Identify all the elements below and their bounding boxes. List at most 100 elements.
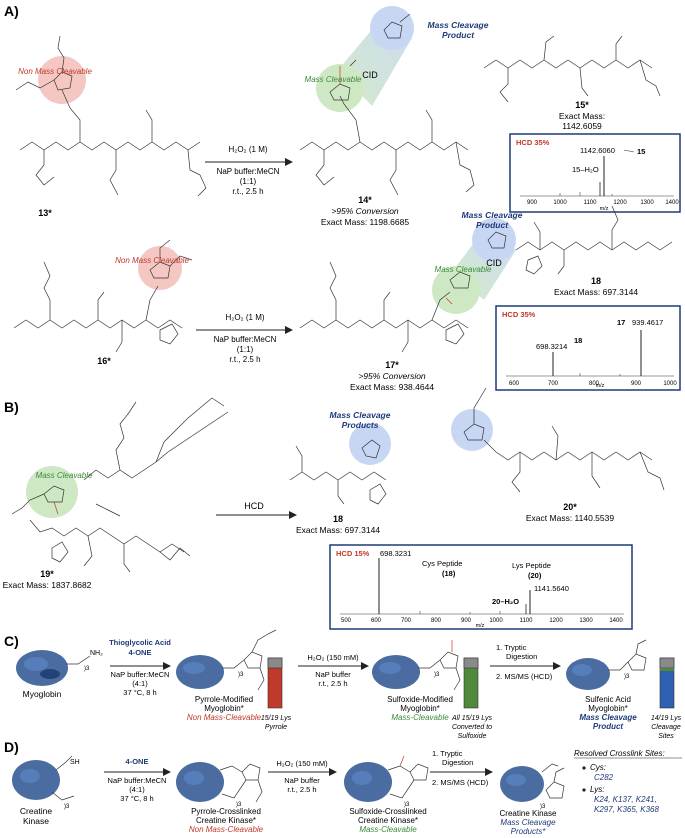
bar1-cap1: 15/19 Lys <box>261 715 292 722</box>
svg-text:700: 700 <box>548 381 559 387</box>
svg-text:1200: 1200 <box>613 200 627 206</box>
cleavage-product-circle-1 <box>370 6 414 50</box>
reagent-h2o2-2: H₂O₂ (1 M) <box>225 313 264 322</box>
svg-text:1400: 1400 <box>665 200 679 206</box>
spectrum-a2-peak2-id: 18 <box>574 336 582 345</box>
spectrum-b-xlabel: m/z <box>476 623 485 629</box>
svg-text:500: 500 <box>341 618 352 624</box>
bar3-cap3: Sites <box>658 733 674 740</box>
p3-tag2-c: Product <box>593 722 624 731</box>
nonmass-tag-2: Non Mass Cleavable <box>115 256 189 265</box>
bar2-cap1: All 15/19 Lys <box>451 715 492 722</box>
cleaved-ck-sub3: )3 <box>540 804 546 810</box>
spectrum-b-peak2-id: (20) <box>528 571 542 580</box>
resolved-sites-box <box>574 757 682 792</box>
svg-text:1000: 1000 <box>489 618 503 624</box>
reagent-ratio-1: (1:1) <box>240 177 257 186</box>
spectrum-a1-title: HCD 35% <box>516 138 550 147</box>
reagent-d1-ratio: (4:1) <box>129 785 145 794</box>
svg-text:600: 600 <box>509 381 520 387</box>
compound-16-id: 16* <box>97 356 111 366</box>
p3-tag2-d: Products* <box>511 827 547 836</box>
mass-15-value: 1142.6059 <box>562 121 602 131</box>
step2-d: 2. MS/MS (HCD) <box>432 778 489 787</box>
bar2-cap3: Sulfoxide <box>458 733 487 740</box>
ck-sub3: )3 <box>64 804 70 810</box>
p2-tag-c: Mass-Cleavable <box>391 713 449 722</box>
bar3-cap2: Cleavage <box>651 724 681 731</box>
mass-cleavable-tag-2: Mass Cleavable <box>435 265 492 274</box>
spectrum-b-peak2: 1141.5640 <box>534 584 569 593</box>
sites-title: Resolved Crosslink Sites: <box>574 749 665 758</box>
bar1-cap2: Pyrrole <box>265 724 287 731</box>
reagent-c1-top1: Thioglycolic Acid <box>109 638 171 647</box>
p1-name2-d: Creatine Kinase* <box>196 816 256 825</box>
ox-c3: r.t., 2.5 h <box>318 679 347 688</box>
protein-sulfoxide-ck <box>344 755 429 802</box>
compound-19-id: 19* <box>40 569 54 579</box>
p1-tag-d: Non Mass-Cleavable <box>189 825 264 834</box>
molecule-17 <box>299 231 507 353</box>
compound-14-id: 14* <box>358 195 372 205</box>
ck-label-1: Creatine <box>20 806 52 816</box>
mass-18-b: Exact Mass: 697.3144 <box>296 525 380 535</box>
reagent-c1-buffer: NaP buffer:MeCN <box>111 670 170 679</box>
svg-text:1300: 1300 <box>579 618 593 624</box>
cleavage-product-tag-1a: Mass Cleavage <box>428 20 489 30</box>
p3-tag1-c: Mass Cleavage <box>579 713 637 722</box>
mass-cleavable-circle-b <box>26 466 78 518</box>
svg-text:1200: 1200 <box>549 618 563 624</box>
p3-name-c: Sulfenic Acid <box>585 695 631 704</box>
molecule-18-a <box>515 205 673 275</box>
mass-cleavable-circle-1 <box>316 64 364 112</box>
cid-label-2: CID <box>486 258 502 268</box>
bar2-cap2: Converted to <box>452 724 492 731</box>
reagent-time-2: r.t., 2.5 h <box>229 355 260 364</box>
spectrum-b-peak1: 698.3231 <box>380 549 411 558</box>
sulfoxide-myo-sub3: )3 <box>434 672 440 678</box>
molecule-16 <box>13 239 193 353</box>
protein-sulfoxide-myoglobin <box>372 640 461 691</box>
spectrum-b-title: HCD 15% <box>336 549 370 558</box>
mass-14: Exact Mass: 1198.6685 <box>321 217 409 227</box>
spectrum-b-peak3: 20–H₂O <box>492 597 519 606</box>
p1-name-c: Pyrrole-Modified <box>195 695 253 704</box>
molecule-18-b <box>289 439 387 505</box>
step1b-c: Digestion <box>506 652 537 661</box>
ox-d3: r.t., 2.5 h <box>287 785 316 794</box>
spectrum-b-peak2-label: Lys Peptide <box>512 561 551 570</box>
protein-sulfenic-myoglobin <box>566 639 647 690</box>
spectrum-hcd15 <box>329 544 633 630</box>
bar3-cap1: 14/19 Lys <box>651 715 682 722</box>
panel-b-label: B) <box>4 399 19 415</box>
protein-cleaved-ck <box>500 763 565 802</box>
svg-text:800: 800 <box>431 618 442 624</box>
step1-d: 1. Tryptic <box>432 749 463 758</box>
p3-name2-c: Myoglobin* <box>588 704 628 713</box>
spectrum-b-peak1-id: (18) <box>442 569 456 578</box>
p2-name-d: Sulfoxide-Crosslinked <box>349 807 426 816</box>
myoglobin-nh2: NH₂ <box>90 650 103 657</box>
sulfoxide-ck-sub3: )3 <box>404 802 410 808</box>
step1-c: 1. Tryptic <box>496 643 527 652</box>
molecule-15 <box>483 35 661 103</box>
panel-d-label: D) <box>4 739 19 755</box>
protein-pyrrole-ck <box>176 762 263 803</box>
mass-15-label: Exact Mass: <box>559 111 605 121</box>
svg-text:1000: 1000 <box>553 200 567 206</box>
compound-20-id: 20* <box>563 502 577 512</box>
mass-19: Exact Mass: 1837.8682 <box>3 580 92 590</box>
bar-sulfoxide <box>463 657 479 709</box>
ox-c2: NaP buffer <box>315 670 351 679</box>
svg-text:1100: 1100 <box>520 618 534 624</box>
compound-15-id: 15* <box>575 100 589 110</box>
spectrum-a1-peak-id: 15 <box>637 147 645 156</box>
reagent-c1-temp: 37 °C, 8 h <box>123 688 156 697</box>
ox-c1: H₂O₂ (150 mM) <box>307 653 359 662</box>
reagent-buffer-2: NaP buffer:MeCN <box>214 335 277 344</box>
p3-name-d: Creatine Kinase <box>500 809 557 818</box>
svg-text:1300: 1300 <box>640 200 654 206</box>
ox-d2: NaP buffer <box>284 776 320 785</box>
p2-tag-d: Mass-Cleavable <box>359 825 417 834</box>
